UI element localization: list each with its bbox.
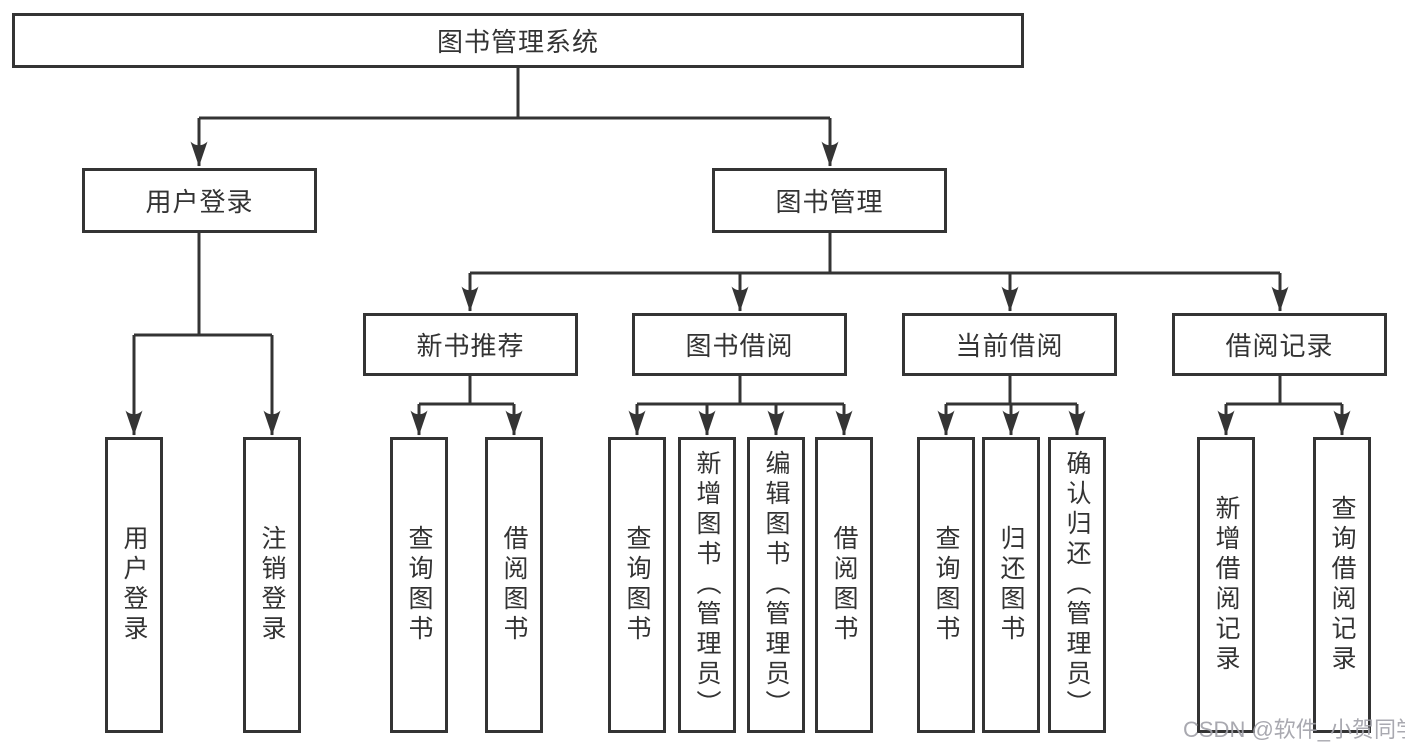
node-leaf-records-query-label: 查询借阅记录 [1328,495,1356,675]
node-leaf-current-confirm: 确认归还（管理员） [1048,437,1106,733]
node-new-book-recommend-label: 新书推荐 [416,331,525,361]
node-book-manage-label: 图书管理 [775,187,884,217]
node-library-system-label: 图书管理系统 [436,27,599,57]
node-leaf-recommend-query: 查询图书 [390,437,448,733]
node-leaf-current-query: 查询图书 [917,437,975,733]
node-leaf-user-login-label: 用户登录 [120,525,148,645]
node-leaf-borrow-add: 新增图书（管理员） [678,437,736,733]
node-leaf-logout-label: 注销登录 [258,525,286,645]
node-current-borrow-label: 当前借阅 [955,331,1064,361]
node-leaf-borrow-edit-label: 编辑图书（管理员） [762,450,790,720]
node-book-borrow-label: 图书借阅 [685,331,794,361]
node-leaf-borrow-edit: 编辑图书（管理员） [747,437,805,733]
node-current-borrow: 当前借阅 [902,313,1117,376]
node-leaf-current-confirm-label: 确认归还（管理员） [1063,450,1091,720]
node-leaf-current-return-label: 归还图书 [997,525,1025,645]
node-leaf-current-return: 归还图书 [982,437,1040,733]
node-leaf-records-add: 新增借阅记录 [1197,437,1255,733]
node-leaf-borrow-borrow-label: 借阅图书 [830,525,858,645]
node-leaf-borrow-query-label: 查询图书 [623,525,651,645]
node-leaf-borrow-add-label: 新增图书（管理员） [693,450,721,720]
node-leaf-current-query-label: 查询图书 [932,525,960,645]
node-library-system: 图书管理系统 [12,13,1024,68]
node-book-manage: 图书管理 [712,168,947,233]
node-book-borrow: 图书借阅 [632,313,847,376]
node-leaf-records-query: 查询借阅记录 [1313,437,1371,733]
csdn-watermark: CSDN @软件_小贺同学 [1183,717,1405,742]
node-leaf-recommend-borrow-label: 借阅图书 [500,525,528,645]
node-user-login-label: 用户登录 [145,187,254,217]
node-leaf-borrow-query: 查询图书 [608,437,666,733]
node-user-login: 用户登录 [82,168,317,233]
node-borrow-records: 借阅记录 [1172,313,1387,376]
node-leaf-recommend-query-label: 查询图书 [405,525,433,645]
node-borrow-records-label: 借阅记录 [1225,331,1334,361]
node-leaf-logout: 注销登录 [243,437,301,733]
node-leaf-borrow-borrow: 借阅图书 [815,437,873,733]
node-leaf-recommend-borrow: 借阅图书 [485,437,543,733]
node-leaf-records-add-label: 新增借阅记录 [1212,495,1240,675]
node-new-book-recommend: 新书推荐 [363,313,578,376]
node-leaf-user-login: 用户登录 [105,437,163,733]
